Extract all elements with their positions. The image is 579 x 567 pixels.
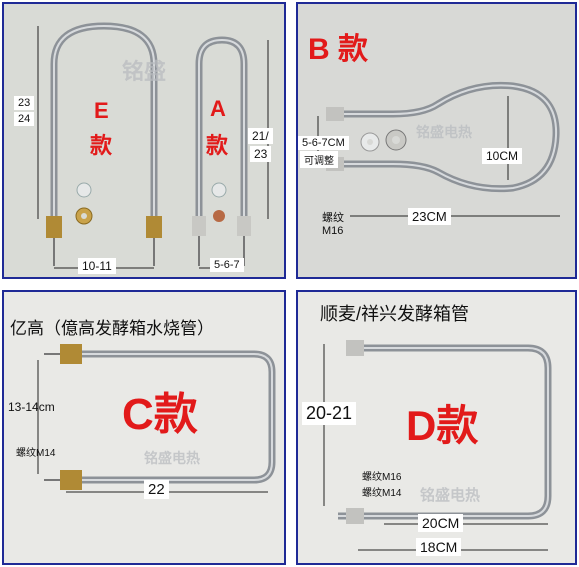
a-right-fitting — [237, 216, 251, 236]
d-height-label: 20-21 — [302, 402, 357, 425]
d-bottom-fitting — [346, 508, 364, 524]
c-heater-drawing — [37, 344, 276, 493]
model-a-letter: A — [210, 96, 226, 121]
d-thread-label-2: 螺纹M14 — [362, 488, 402, 499]
b-adjustable-note: 可调整 — [300, 151, 338, 168]
c-top-fitting — [60, 344, 82, 364]
washer-icon — [76, 182, 92, 198]
e-a-heater-drawing — [37, 22, 269, 269]
panel-e-a: 铭盛 23 24 E 款 A 款 21/ 23 10-11 5-6-7 — [2, 2, 286, 279]
panel-c: 亿高（億高发酵箱水烧管） C款 13-14cm 螺纹M14 铭盛电热 22 — [2, 290, 286, 565]
seal-icon — [213, 210, 225, 222]
a-width-label: 5-6-7 — [210, 258, 244, 272]
b-top-fitting — [326, 107, 344, 121]
watermark: 铭盛电热 — [420, 487, 481, 504]
e-height-label-1: 23 — [14, 96, 35, 110]
e-width-label: 10-11 — [78, 258, 116, 274]
d-thread-label-1: 螺纹M16 — [362, 472, 402, 483]
b-spacing-label: 5-6-7CM — [298, 136, 349, 150]
watermark: 铭盛电热 — [416, 124, 472, 140]
c-thread-label: 螺纹M14 — [16, 448, 56, 459]
d-top-fitting — [346, 340, 364, 356]
a-height-label-1: 21/ — [248, 128, 273, 144]
e-left-fitting — [46, 216, 62, 238]
panel-d: 顺麦/祥兴发酵箱管 D款 20-21 螺纹M16 螺纹M14 铭盛电热 20CM… — [296, 290, 577, 565]
b-thread-label-1: 螺纹 — [322, 212, 344, 224]
watermark: 铭盛 — [122, 59, 167, 84]
d-heater-drawing — [323, 340, 552, 551]
c-heading: 亿高（億高发酵箱水烧管） — [10, 319, 214, 338]
e-height-label-2: 24 — [14, 112, 35, 126]
e-right-fitting — [146, 216, 162, 238]
a-height-label-2: 23 — [250, 146, 272, 162]
b-model-title: B 款 — [308, 33, 368, 66]
c-bottom-fitting — [60, 470, 82, 490]
panel-b: B 款 铭盛电热 5-6-7CM 可调整 10CM 螺纹 M16 23CM — [296, 2, 577, 279]
c-height-label: 13-14cm — [8, 400, 55, 414]
c-width-label: 22 — [144, 480, 169, 499]
washer-icon — [211, 182, 227, 198]
d-inner-width-label: 20CM — [418, 514, 464, 532]
model-e-letter: E — [94, 98, 109, 123]
b-height-label: 10CM — [482, 148, 523, 164]
a-left-fitting — [192, 216, 206, 236]
watermark: 铭盛电热 — [144, 450, 200, 466]
b-width-label: 23CM — [408, 208, 451, 225]
c-model-title: C款 — [122, 390, 198, 439]
b-thread-label-2: M16 — [322, 225, 344, 237]
model-e-kuan: 款 — [90, 133, 113, 158]
model-a-kuan: 款 — [206, 133, 229, 158]
d-heading: 顺麦/祥兴发酵箱管 — [320, 304, 470, 324]
d-outer-width-label: 18CM — [416, 538, 462, 556]
b-heater-drawing — [317, 81, 560, 217]
d-model-title: D款 — [406, 402, 479, 449]
